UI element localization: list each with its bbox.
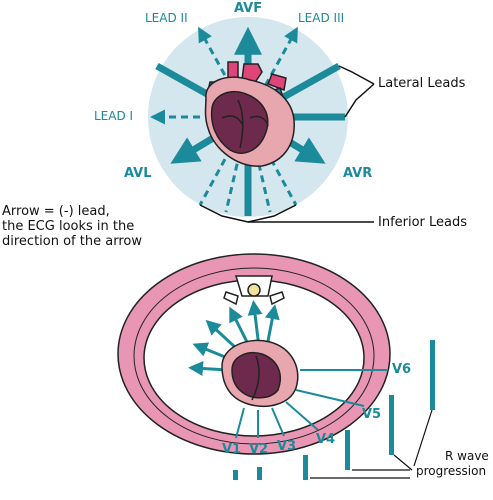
callout-lines <box>199 65 375 223</box>
line-v3 <box>271 407 285 437</box>
arrow-legend-line-1: Arrow = (-) lead, <box>2 204 110 219</box>
line-v5 <box>295 389 365 407</box>
lead-label-v1: V1 <box>222 442 242 457</box>
arrow-legend-note: Arrow = (-) lead, the ECG looks in the d… <box>2 204 142 249</box>
inferior-leads-label: Inferior Leads <box>378 215 468 230</box>
r-wave-bar-v6 <box>430 340 435 410</box>
line-v1 <box>235 407 245 439</box>
lateral-leads-label: Lateral Leads <box>378 76 466 91</box>
r-wave-bar-v3 <box>303 455 308 480</box>
lead-label-lead-ii: LEAD II <box>145 11 188 25</box>
lead-label-avl: AVL <box>124 166 152 181</box>
precordial-lead-lines <box>235 369 388 439</box>
r-wave-callout-lines <box>310 409 433 479</box>
arrow-legend-line-2: the ECG looks in the <box>2 219 135 234</box>
lead-label-v3: V3 <box>277 439 297 454</box>
r-wave-bar-v4 <box>345 430 350 470</box>
lateral-callout-line-2 <box>344 83 375 118</box>
r-wave-bar-v2 <box>257 467 262 480</box>
lead-label-v2: V2 <box>249 442 269 457</box>
lead-label-v4: V4 <box>316 432 336 447</box>
lateral-callout-line <box>338 65 375 85</box>
spine-illustration <box>223 275 285 306</box>
lead-label-lead-iii: LEAD III <box>298 11 345 25</box>
chest-wall-rim <box>133 267 375 445</box>
lead-label-lead-i: LEAD I <box>94 109 134 123</box>
arrow-legend-line-3: direction of the arrow <box>2 234 142 249</box>
lead-label-v6: V6 <box>392 362 412 377</box>
lead-label-v5: V5 <box>362 407 382 422</box>
r-wave-bar-v5 <box>389 395 394 455</box>
precordial-heart-illustration <box>221 339 299 408</box>
frontal-heart-illustration <box>204 61 295 167</box>
line-v4 <box>285 401 319 431</box>
r-wave-bar-v1 <box>233 470 238 480</box>
r-wave-bars <box>233 340 435 480</box>
r-wave-label-line-2: progression <box>416 464 487 478</box>
lead-label-avr: AVR <box>343 166 373 181</box>
lead-label-avf: AVF <box>234 1 263 16</box>
r-wave-label-line-1: R wave <box>445 449 489 463</box>
